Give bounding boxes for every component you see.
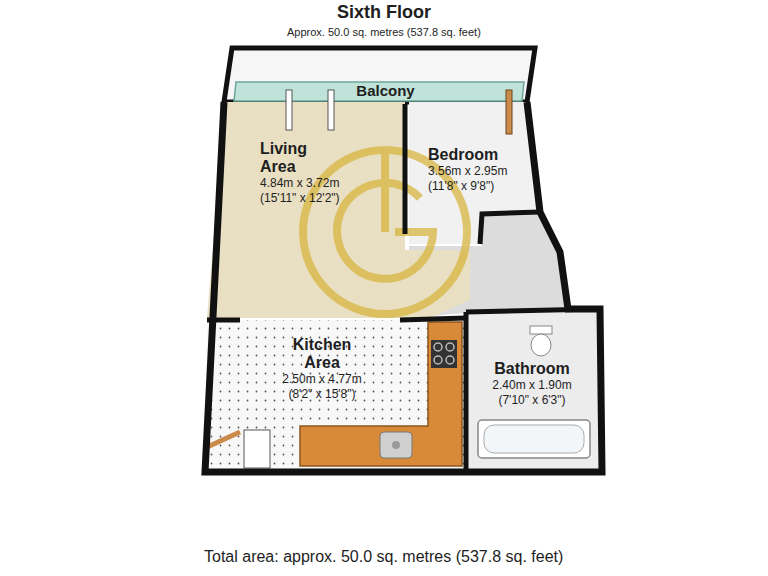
total-area-caption: Total area: approx. 50.0 sq. metres (537… [204,548,563,566]
room-name: Living Area [260,140,334,176]
room-label: Kitchen Area2.50m x 4.77m(8'2" x 15'8") [282,336,362,402]
hob-ring [434,356,442,364]
room-dimension: (11'8" x 9'8") [428,179,508,194]
room-label: Balcony [356,82,415,100]
room-dimension: 4.84m x 3.72m [260,176,340,191]
internal-walls [207,104,598,470]
room-label: Bathroom2.40m x 1.90m(7'10" x 6'3") [492,360,572,408]
kitchen-floor [205,320,464,470]
hob-ring [446,356,454,364]
bathtub-inner [484,425,584,453]
wall [464,312,469,470]
room-name: Kitchen Area [285,336,359,372]
hob-ring [434,343,442,351]
wall [400,318,466,320]
room-name: Bedroom [428,146,508,164]
wall [480,212,540,244]
cupboard [244,430,270,468]
toilet-cistern [530,326,552,334]
room-dimension: 3.56m x 2.95m [428,164,508,179]
toilet-bowl [531,334,551,356]
bathtub [478,420,590,458]
logo-stem [381,150,389,232]
room-dimension: (15'11" x 12'2") [260,191,340,206]
balcony-door [286,90,292,130]
glass-rail [234,82,524,101]
room-label: Bedroom3.56m x 2.95m(11'8" x 9'8") [428,146,508,194]
wall [403,104,408,234]
room-name: Balcony [356,82,415,100]
balcony-door [328,90,334,130]
hob [431,340,457,368]
external-wall [205,102,602,472]
room-dimension: 2.40m x 1.90m [492,378,572,393]
area-subtitle: Approx. 50.0 sq. metres (537.8 sq. feet) [287,26,481,38]
bedroom-floor [409,102,538,244]
sink-drain [392,441,400,449]
hob-ring [446,343,454,351]
balcony-floor [224,48,535,102]
room-dimension: 2.50m x 4.77m [282,372,362,387]
bedroom-balcony-door [506,90,512,134]
room-label: Living Area4.84m x 3.72m(15'11" x 12'2") [260,140,340,206]
room-name: Bathroom [492,360,572,378]
plan-title: Sixth Floor [337,2,431,23]
room-dimension: (7'10" x 6'3") [492,393,572,408]
room-dimension: (8'2" x 15'8") [282,387,362,402]
bathroom-floor [468,311,600,470]
sink [380,432,412,458]
